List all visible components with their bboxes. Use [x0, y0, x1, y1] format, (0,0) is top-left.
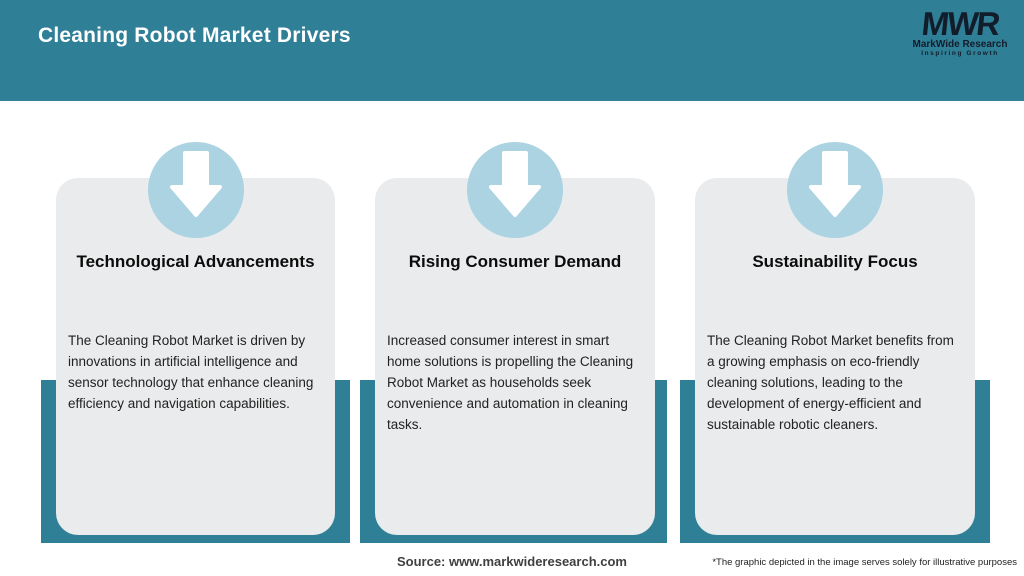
disclaimer-note: *The graphic depicted in the image serve… — [712, 557, 1017, 568]
card-body: The Cleaning Robot Market is driven by i… — [68, 333, 314, 411]
card-title: Technological Advancements — [76, 252, 315, 271]
logo-mark: MWR — [919, 5, 1001, 42]
down-arrow-icon — [787, 142, 883, 238]
header-bar: Cleaning Robot Market Drivers MWR MarkWi… — [0, 0, 1024, 101]
markwide-research-logo: MWR MarkWide Research Inspiring Growth — [912, 5, 1008, 58]
source-attribution: Source: www.markwideresearch.com — [396, 554, 627, 569]
card-body: The Cleaning Robot Market benefits from … — [707, 333, 954, 432]
logo-name: MarkWide Research — [912, 39, 1008, 50]
card-body: Increased consumer interest in smart hom… — [387, 333, 634, 432]
page-title: Cleaning Robot Market Drivers — [38, 24, 351, 47]
card-title: Rising Consumer Demand — [408, 252, 622, 271]
driver-card-technological-advancements: Technological Advancements The Cleaning … — [56, 178, 335, 535]
down-arrow-icon — [148, 142, 244, 238]
logo-tagline: Inspiring Growth — [921, 50, 999, 57]
down-arrow-icon — [467, 142, 563, 238]
card-title: Sustainability Focus — [752, 252, 918, 271]
